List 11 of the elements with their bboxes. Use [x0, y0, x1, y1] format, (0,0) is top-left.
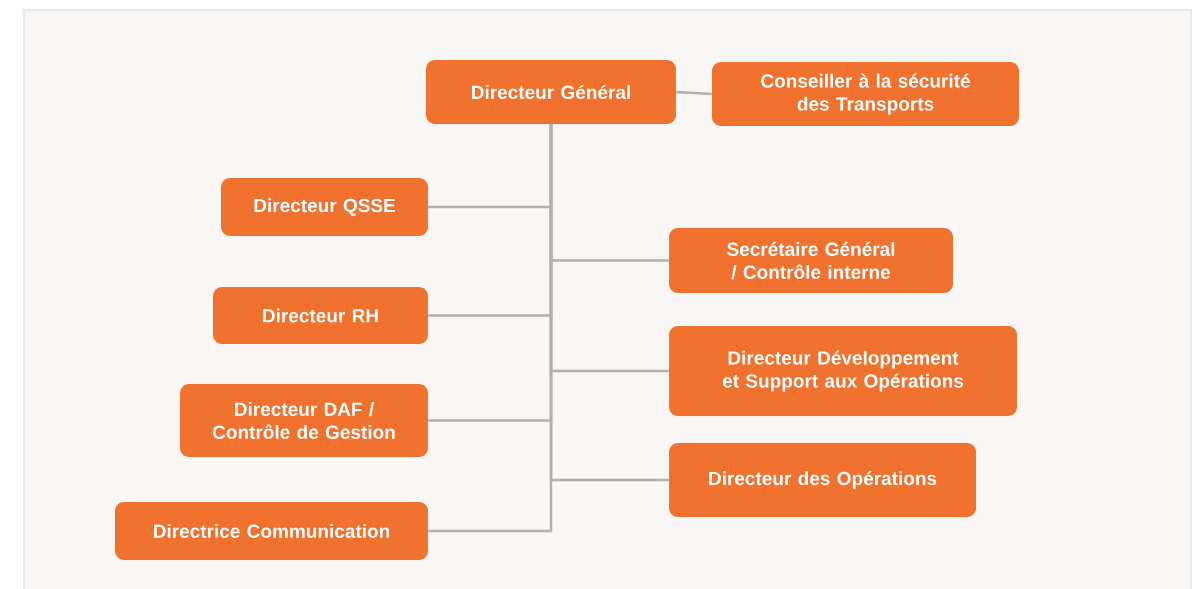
- title-box: Directeur des Opérations: [669, 443, 976, 517]
- title-box: Directeur Général: [426, 60, 676, 124]
- title-box: Directeur RH: [213, 287, 428, 344]
- title-box: Directeur DAF / Contrôle de Gestion: [180, 384, 428, 457]
- title-box: Secrétaire Général / Contrôle interne: [669, 228, 953, 293]
- title-box: Directrice Communication: [115, 502, 428, 560]
- title-box: Directeur Développement et Support aux Opérations: [669, 326, 1017, 416]
- title-box: Conseiller à la sécurité des Transports: [712, 62, 1019, 126]
- title-box: Directeur QSSE: [221, 178, 428, 236]
- connector-line: [676, 90, 712, 96]
- connector-line: [428, 124, 553, 533]
